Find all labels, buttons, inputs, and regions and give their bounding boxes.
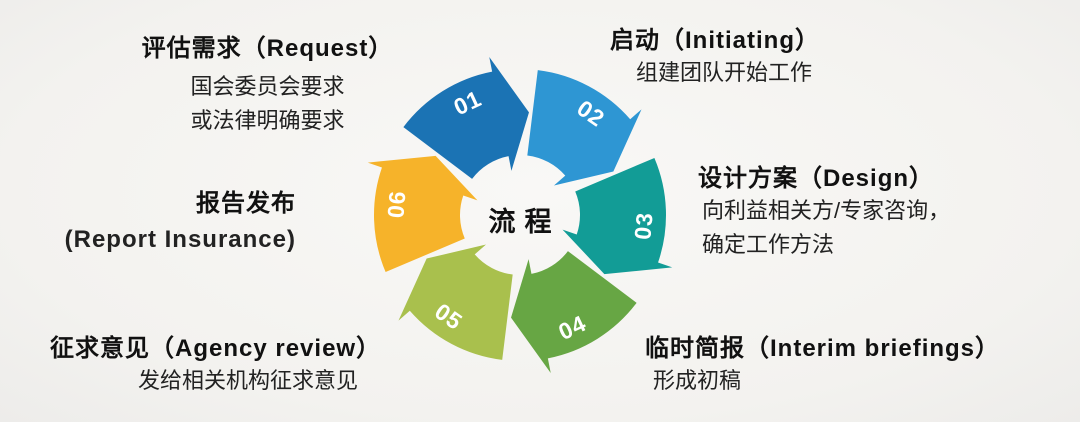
step-title-report: 报告发布 bbox=[196, 190, 296, 217]
step-desc: 国会委员会要求 bbox=[190, 74, 345, 99]
center-label: 流程 bbox=[488, 207, 561, 237]
process-arrow-06 bbox=[367, 155, 478, 273]
label-interim: 临时简报（Interim briefings） 形成初稿 bbox=[645, 334, 1000, 398]
step-title-agency: 征求意见（Agency review） bbox=[50, 335, 382, 362]
process-arrow-03 bbox=[562, 157, 673, 275]
process-arrow-02 bbox=[527, 70, 642, 186]
label-request: 评估需求（Request） 国会委员会要求 或法律明确要求 bbox=[115, 34, 420, 138]
label-initiating: 启动（Initiating） 组建团队开始工作 bbox=[610, 26, 820, 90]
segment-number-06: 06 bbox=[382, 189, 410, 219]
process-arrow-01 bbox=[403, 56, 529, 179]
step-title-interim: 临时简报（Interim briefings） bbox=[645, 335, 1001, 362]
step-desc: 向利益相关方/专家咨询， bbox=[702, 198, 951, 223]
process-arrow-05 bbox=[398, 244, 513, 360]
step-desc: 或法律明确要求 bbox=[190, 108, 345, 133]
segment-number-03: 03 bbox=[629, 211, 657, 241]
step-title-initiating: 启动（Initiating） bbox=[610, 27, 820, 54]
label-report: 报告发布 (Report Insurance) bbox=[0, 186, 296, 258]
label-design: 设计方案（Design） 向利益相关方/专家咨询， 确定工作方法 bbox=[698, 164, 950, 262]
label-agency: 征求意见（Agency review） 发给相关机构征求意见 bbox=[50, 334, 381, 398]
step-subtitle-report: (Report Insurance) bbox=[64, 226, 296, 253]
step-desc: 发给相关机构征求意见 bbox=[138, 368, 359, 393]
step-desc: 确定工作方法 bbox=[702, 232, 835, 257]
step-title-design: 设计方案（Design） bbox=[698, 165, 935, 192]
step-desc: 组建团队开始工作 bbox=[636, 60, 813, 85]
step-desc: 形成初稿 bbox=[653, 368, 742, 393]
process-arrow-04 bbox=[511, 251, 637, 374]
step-title-request: 评估需求（Request） bbox=[141, 35, 394, 62]
